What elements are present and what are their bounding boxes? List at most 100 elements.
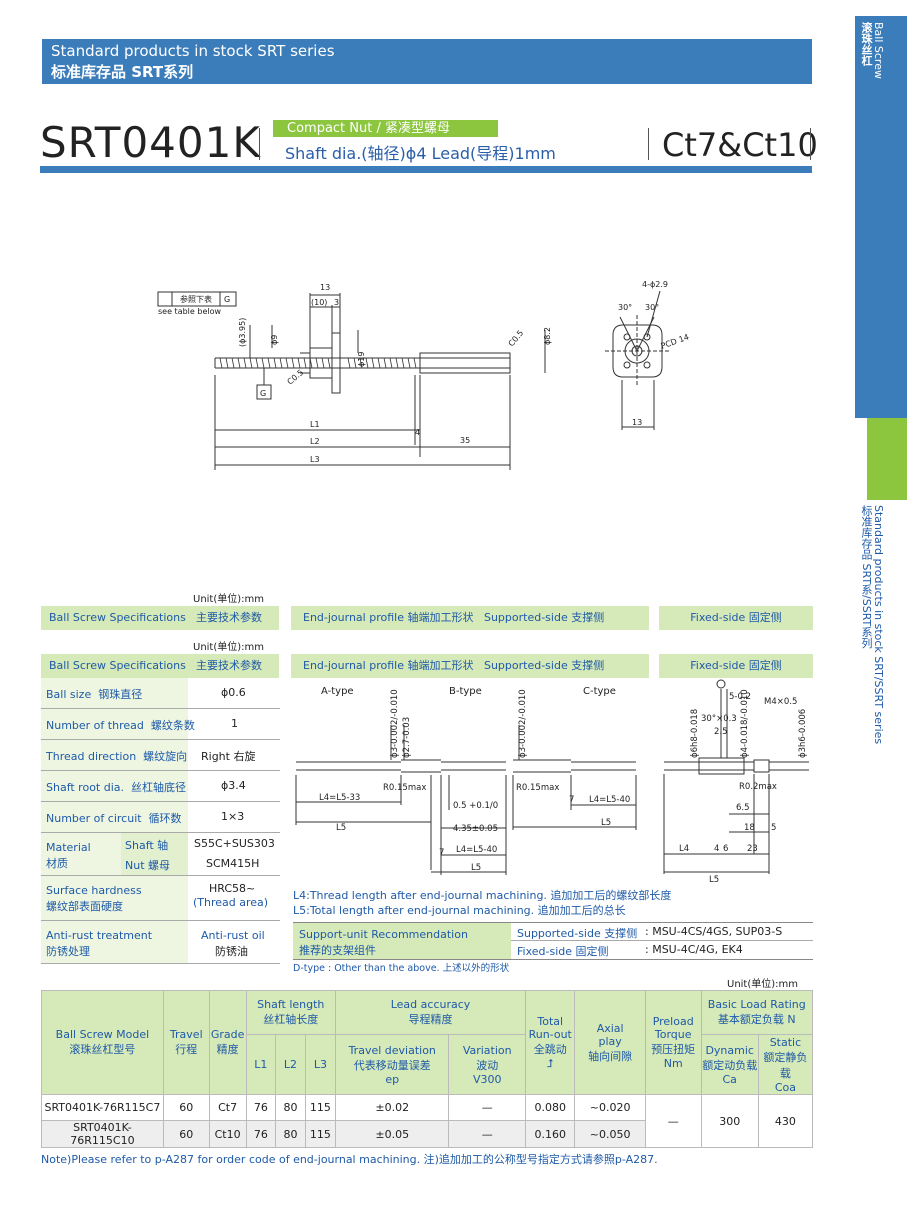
model-table: Ball Screw Model 滚珠丝杠型号 Travel 行程 Grade … xyxy=(41,990,814,1148)
spec-row-antirust: Anti-rust treatment 防锈处理 Anti-rust oil 防… xyxy=(41,921,280,964)
spec-circuits-value: 1×3 xyxy=(221,810,245,823)
th-travel-deviation: Travel deviation 代表移动量误差 ep xyxy=(335,1034,450,1095)
spec-row: Thread direction 螺纹旋向 Right 右旋 xyxy=(41,740,280,771)
spec-ball-size: Ball size 钢珠直径 xyxy=(46,688,143,701)
header-banner: Standard products in stock SRT series 标准… xyxy=(42,39,812,84)
spec-row-material: Material 材质 Shaft 轴 S55C+SUS303 Nut 螺母 S… xyxy=(41,833,280,876)
antirust-value: Anti-rust oil xyxy=(201,929,265,942)
dim-l1: L1 xyxy=(310,420,320,429)
material-shaft-value: S55C+SUS303 xyxy=(194,837,275,850)
a-phi3: ϕ3-0.002/-0.010 xyxy=(390,689,400,758)
b-groove-pos: 4.35±0.05 xyxy=(453,824,498,834)
th-l1: L1 xyxy=(245,1034,277,1095)
fixed-18: 18 xyxy=(744,823,755,833)
fixed-23: 23 xyxy=(747,844,758,854)
material-cn: 材质 xyxy=(46,857,68,870)
g-label: G xyxy=(224,295,230,304)
g-label-2: G xyxy=(260,389,266,398)
flange-pcd: PCD 14 xyxy=(660,332,691,350)
material-en: Material xyxy=(46,841,91,854)
antirust-value-cn: 防锈油 xyxy=(215,945,248,958)
th-static: Static 额定静负载 Coa xyxy=(757,1034,814,1095)
support-fixed-value: : MSU-4C/4G, EK4 xyxy=(645,943,743,956)
spec-circuits: Number of circuit 循环数 xyxy=(46,812,182,825)
th-travel: Travel 行程 xyxy=(162,990,210,1095)
model-title: SRT0401K xyxy=(40,118,261,167)
header-title-cn: 标准库存品 SRT系列 xyxy=(51,63,194,81)
fixed-side-drawing: 5-0.2 M4×0.5 30°×0.3 2.5 ϕ6h8-0.018 ϕ4-0… xyxy=(663,679,809,884)
side-tab-ball-screw xyxy=(855,16,907,418)
spec-header-cn: 主要技术参数 xyxy=(188,654,279,678)
hardness-en: Surface hardness xyxy=(46,884,142,897)
spec-row-hardness: Surface hardness 螺纹部表面硬度 HRC58~ (Thread … xyxy=(41,876,280,921)
a-r015: R0.15max xyxy=(383,783,426,793)
support-title-cn: 推荐的支架组件 xyxy=(299,944,376,957)
cell-axial: ~0.020 xyxy=(574,1094,646,1121)
l4-note: L4:Thread length after end-journal machi… xyxy=(293,889,672,902)
b-groove: 0.5 +0.1/0 xyxy=(453,801,498,811)
spec-row: Shaft root dia. 丝杠轴底径 ϕ3.4 xyxy=(41,771,280,802)
hardness-note: (Thread area) xyxy=(193,896,269,909)
fixed-chamfer: 30°×0.3 xyxy=(701,714,737,724)
fixed-l5: L5 xyxy=(709,875,719,884)
cell-l1: 76 xyxy=(245,1120,277,1148)
dim-c05-b: C0.5 xyxy=(507,328,526,348)
fixed-5: 5-0.2 xyxy=(729,692,751,702)
title-underline xyxy=(40,166,812,173)
cell-l2: 80 xyxy=(275,1120,306,1148)
side-tab-cn: 滚珠丝杠 xyxy=(860,22,873,66)
table-row: SRT0401K-76R115C7 60 Ct7 76 80 115 ±0.02… xyxy=(41,1094,814,1148)
spec-root-dia-value: ϕ3.4 xyxy=(221,779,246,792)
flange-holes: 4-ϕ2.9 xyxy=(642,280,668,289)
fixed-2-5: 2.5 xyxy=(714,727,728,737)
fixed-r02: R0.2max xyxy=(739,782,777,792)
th-l2: L2 xyxy=(275,1034,306,1095)
dim-phi19: ϕ19 xyxy=(357,352,366,367)
b-l4: L4=L5-40 xyxy=(456,845,497,855)
see-table-en: see table below xyxy=(158,307,221,316)
b-phi27: ϕ2.7-0.03 xyxy=(402,717,412,758)
dim-4: 4 xyxy=(415,428,420,437)
side-section-cn: 标准库存品 SRT系/SSRT系列 xyxy=(860,505,873,649)
cell-axial: ~0.050 xyxy=(574,1120,646,1148)
fixed-6: 6 xyxy=(723,844,728,854)
cell-travel: 60 xyxy=(162,1094,210,1121)
flange-width: 13 xyxy=(632,418,642,427)
dim-phi82: ϕ8.2 xyxy=(543,327,552,345)
dim-35: 35 xyxy=(460,436,470,445)
spec-header-cn-1: 主要技术参数 xyxy=(188,606,279,630)
th-load-rating: Basic Load Rating 基本额定负载 N xyxy=(700,990,814,1035)
cell-deviation: ±0.02 xyxy=(335,1094,450,1121)
dim-3: 3 xyxy=(334,298,339,307)
cell-model: SRT0401K-76R115C10 xyxy=(41,1120,164,1148)
cell-grade: Ct10 xyxy=(208,1120,247,1148)
fixed-l4: L4 xyxy=(679,844,689,854)
flange-angle-1: 30° xyxy=(618,303,632,312)
cell-ca: 300 xyxy=(700,1094,759,1148)
l5-note: L5:Total length after end-journal machin… xyxy=(293,904,626,917)
c-phi3: ϕ3-0.002/-0.010 xyxy=(518,689,528,758)
th-lead-accuracy: Lead accuracy 导程精度 xyxy=(335,990,526,1035)
fixed-m4: M4×0.5 xyxy=(764,697,797,707)
th-l3: L3 xyxy=(304,1034,337,1095)
cell-l3: 115 xyxy=(304,1120,337,1148)
footnote: Note)Please refer to p-A287 for order co… xyxy=(41,1153,658,1166)
cell-l3: 115 xyxy=(304,1094,337,1121)
unit-label-1: Unit(单位):mm xyxy=(193,594,265,605)
antirust-cn: 防锈处理 xyxy=(46,945,90,958)
spec-direction-value: Right 右旋 xyxy=(201,750,256,763)
th-preload: Preload Torque 预压扭矩 Nm xyxy=(644,990,702,1095)
a-type-label: A-type xyxy=(321,686,354,697)
b-7: 7 xyxy=(439,848,444,858)
fixed-6-5: 6.5 xyxy=(736,803,750,813)
fixed-5b: 5 xyxy=(771,823,776,833)
flange-angle-2: 30° xyxy=(645,303,659,312)
dim-l2: L2 xyxy=(310,437,320,446)
end-journal-drawings: A-type B-type C-type L4=L5-33 L5 R0.15ma… xyxy=(295,686,637,875)
material-nut-value: SCM415H xyxy=(206,857,260,870)
a-l4: L4=L5-33 xyxy=(319,793,360,803)
support-supported-value: : MSU-4CS/4GS, SUP03-S xyxy=(645,925,783,938)
spec-root-dia: Shaft root dia. 丝杠轴底径 xyxy=(46,781,187,794)
c-r015: R0.15max xyxy=(516,783,559,793)
cell-l2: 80 xyxy=(275,1094,306,1121)
